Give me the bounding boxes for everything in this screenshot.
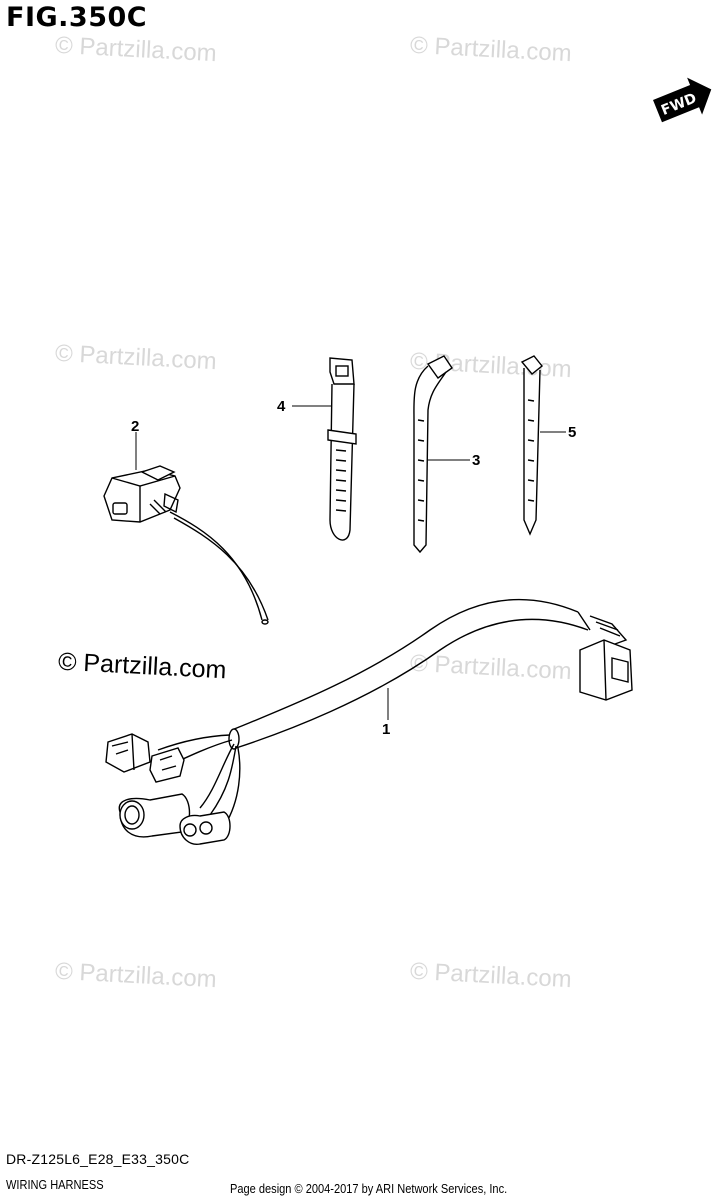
part-5-cable-tie[interactable]: [520, 355, 543, 536]
copyright-notice: Page design © 2004-2017 by ARI Network S…: [230, 1181, 508, 1196]
figure-title: FIG.350C: [6, 2, 148, 33]
part-4-cable-tie[interactable]: [327, 357, 357, 541]
part-1-wiring-harness[interactable]: [105, 598, 633, 845]
part-2-switch[interactable]: [103, 465, 269, 625]
callout-2[interactable]: 2: [131, 418, 140, 435]
callout-1[interactable]: 1: [382, 721, 391, 738]
callout-5[interactable]: 5: [568, 424, 577, 441]
callout-3[interactable]: 3: [472, 452, 481, 469]
fwd-arrow-icon: FWD: [653, 77, 712, 123]
callout-4[interactable]: 4: [277, 398, 286, 415]
model-code: DR-Z125L6_E28_E33_350C: [6, 1151, 190, 1167]
leader-lines: [135, 405, 566, 720]
part-3-cable-tie[interactable]: [413, 355, 453, 554]
diagram-name: WIRING HARNESS: [6, 1177, 104, 1192]
